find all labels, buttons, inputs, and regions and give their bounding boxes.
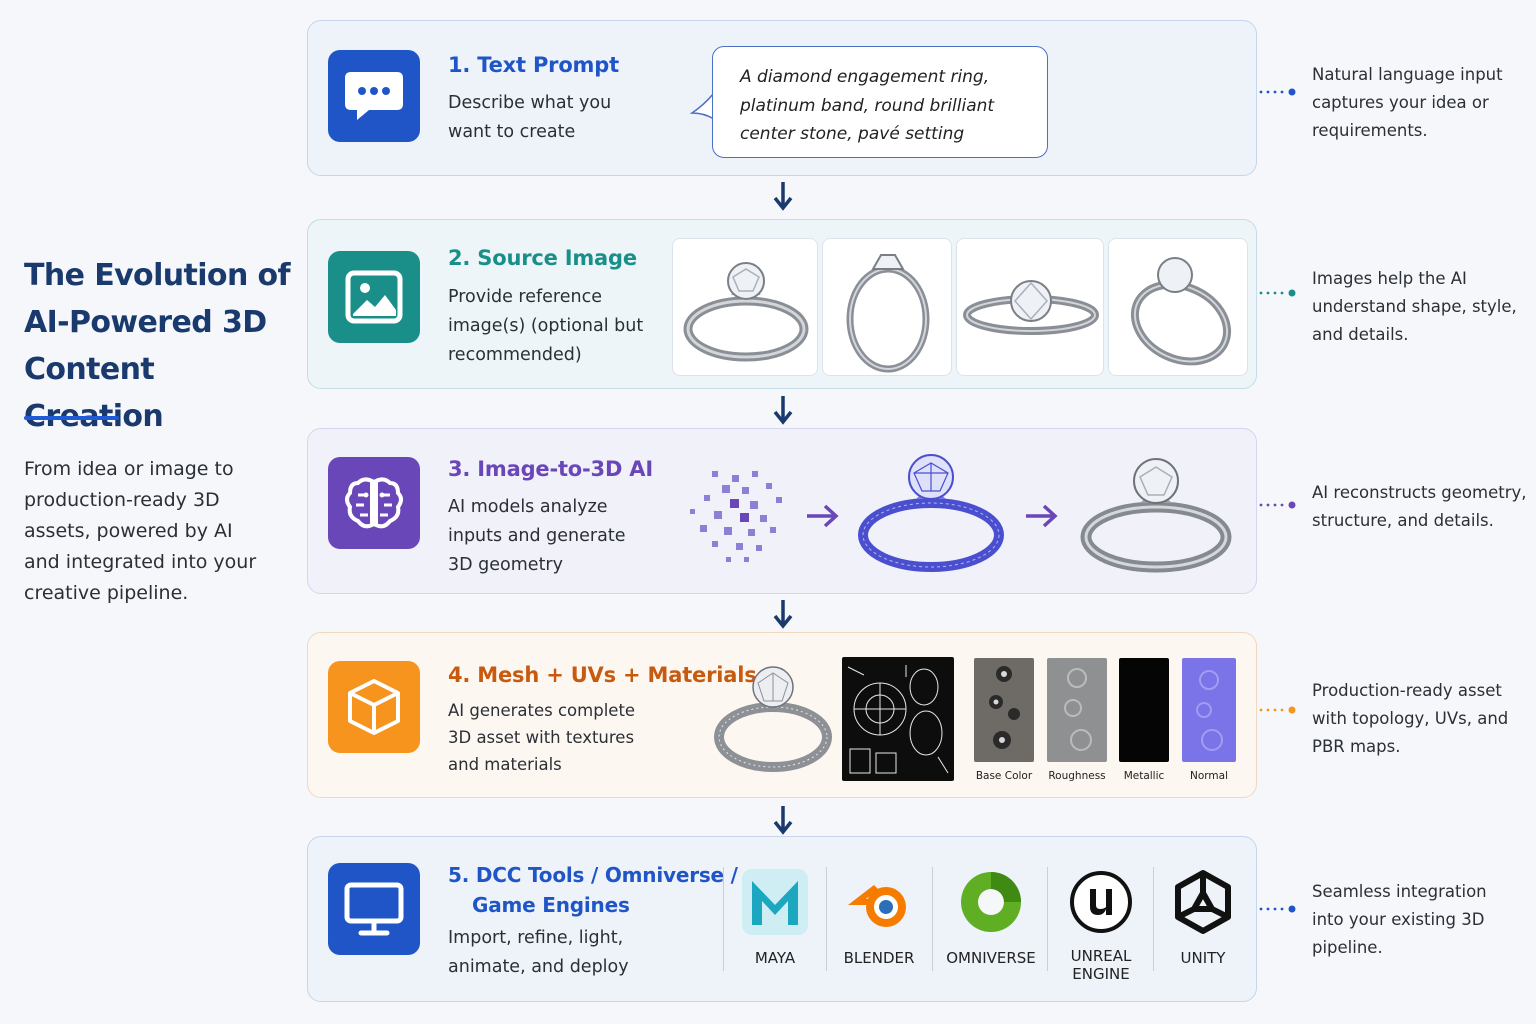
title-underline bbox=[24, 416, 119, 420]
map-label-base-color: Base Color bbox=[975, 770, 1033, 782]
uv-layout bbox=[847, 665, 949, 774]
step-5-title-line-1: 5. DCC Tools / Omniverse / bbox=[448, 863, 738, 887]
page-title: The Evolution of AI-Powered 3D Content C… bbox=[24, 258, 291, 434]
omniverse-logo-icon bbox=[961, 872, 1021, 932]
down-arrow-3 bbox=[773, 600, 793, 629]
arrow-right-icon bbox=[807, 504, 839, 528]
reference-image-1 bbox=[672, 238, 818, 376]
brain-icon bbox=[345, 477, 403, 529]
wireframe-ring bbox=[858, 454, 1004, 572]
step-5-note: Seamless integration into your existing … bbox=[1312, 882, 1487, 957]
ring-photo-angle bbox=[1130, 257, 1232, 366]
step-1-note: Natural language input captures your ide… bbox=[1312, 65, 1503, 140]
base-color-map bbox=[974, 658, 1034, 762]
roughness-map bbox=[1047, 658, 1107, 762]
step-1-icon-tile bbox=[328, 50, 420, 142]
tool-divider bbox=[826, 867, 827, 971]
down-arrow-1 bbox=[773, 182, 793, 211]
speech-bubble-tail bbox=[690, 92, 715, 120]
step-3-title: 3. Image-to-3D AI bbox=[448, 457, 653, 481]
step-5-title-line-2: Game Engines bbox=[472, 893, 630, 917]
uv-map bbox=[842, 657, 954, 781]
step-4-title: 4. Mesh + UVs + Materials bbox=[448, 663, 757, 687]
chat-bubble-icon bbox=[345, 72, 403, 120]
metallic-map bbox=[1119, 658, 1169, 762]
ring-photo-front bbox=[683, 262, 809, 362]
reference-image-4 bbox=[1108, 238, 1248, 376]
reference-image-2 bbox=[822, 238, 952, 376]
step-card-text-prompt: 1. Text Prompt Describe what you want to… bbox=[307, 20, 1257, 176]
tool-divider bbox=[1047, 867, 1048, 971]
step-5-description: Import, refine, light, animate, and depl… bbox=[448, 928, 629, 977]
step-2-icon-tile bbox=[328, 251, 420, 343]
normal-texture bbox=[1196, 670, 1223, 751]
prompt-bubble: A diamond engagement ring, platinum band… bbox=[712, 46, 1048, 158]
arrow-right-icon bbox=[1026, 504, 1058, 528]
tool-label-unity: UNITY bbox=[1180, 949, 1226, 967]
step-1-description: Describe what you want to create bbox=[448, 93, 612, 142]
step-3-note: AI reconstructs geometry, structure, and… bbox=[1312, 483, 1527, 530]
reference-image-3 bbox=[956, 238, 1104, 376]
image-icon bbox=[345, 270, 403, 324]
step-1-title: 1. Text Prompt bbox=[448, 53, 619, 77]
mesh-ring bbox=[714, 666, 832, 772]
blender-logo-icon bbox=[848, 885, 906, 927]
down-arrow-4 bbox=[773, 806, 793, 835]
tool-divider bbox=[723, 867, 724, 971]
tool-label-blender: BLENDER bbox=[843, 949, 915, 967]
tool-label-omniverse: OMNIVERSE bbox=[946, 949, 1036, 967]
point-cloud-pixels bbox=[690, 471, 782, 562]
unreal-logo-icon bbox=[1070, 871, 1132, 933]
ring-photo-top bbox=[963, 280, 1099, 335]
step-card-dcc-tools: 5. DCC Tools / Omniverse / Game Engines … bbox=[307, 836, 1257, 1002]
page-description: From idea or image to production-ready 3… bbox=[24, 458, 257, 604]
maya-logo-icon bbox=[742, 869, 808, 935]
step-2-note: Images help the AI understand shape, sty… bbox=[1312, 269, 1517, 344]
step-2-title: 2. Source Image bbox=[448, 246, 637, 270]
step-5-icon-tile bbox=[328, 863, 420, 955]
step-1-connector-dots bbox=[1259, 88, 1296, 96]
step-3-description: AI models analyze inputs and generate 3D… bbox=[448, 497, 626, 575]
tool-label-unreal-engine: UNREAL ENGINE bbox=[1070, 947, 1132, 983]
roughness-texture bbox=[1064, 668, 1092, 751]
down-arrow-2 bbox=[773, 396, 793, 425]
step-2-connector-dots bbox=[1259, 289, 1296, 297]
step-2-description: Provide reference image(s) (optional but… bbox=[448, 287, 644, 365]
step-5-connector-dots bbox=[1259, 905, 1296, 913]
rendered-ring bbox=[1080, 458, 1232, 573]
step-3-icon-tile bbox=[328, 457, 420, 549]
step-card-source-image: 2. Source Image Provide reference image(… bbox=[307, 219, 1257, 389]
step-4-icon-tile bbox=[328, 661, 420, 753]
unity-logo-icon bbox=[1175, 870, 1231, 934]
ring-photo-side bbox=[846, 254, 930, 373]
base-color-texture bbox=[989, 666, 1020, 749]
monitor-icon bbox=[344, 882, 404, 936]
tool-label-maya: MAYA bbox=[754, 949, 796, 967]
step-3-connector-dots bbox=[1259, 501, 1296, 509]
step-card-mesh-materials: 4. Mesh + UVs + Materials AI generates c… bbox=[307, 632, 1257, 798]
map-label-normal: Normal bbox=[1190, 770, 1228, 782]
step-4-connector-dots bbox=[1259, 706, 1296, 714]
cube-icon bbox=[348, 679, 400, 735]
tool-divider bbox=[932, 867, 933, 971]
step-4-note: Production-ready asset with topology, UV… bbox=[1312, 681, 1509, 756]
map-label-metallic: Metallic bbox=[1123, 770, 1165, 782]
step-4-description: AI generates complete 3D asset with text… bbox=[448, 701, 636, 774]
tool-divider bbox=[1153, 867, 1154, 971]
step-card-image-to-3d: 3. Image-to-3D AI AI models analyze inpu… bbox=[307, 428, 1257, 594]
map-label-roughness: Roughness bbox=[1048, 770, 1106, 782]
normal-map bbox=[1182, 658, 1236, 762]
